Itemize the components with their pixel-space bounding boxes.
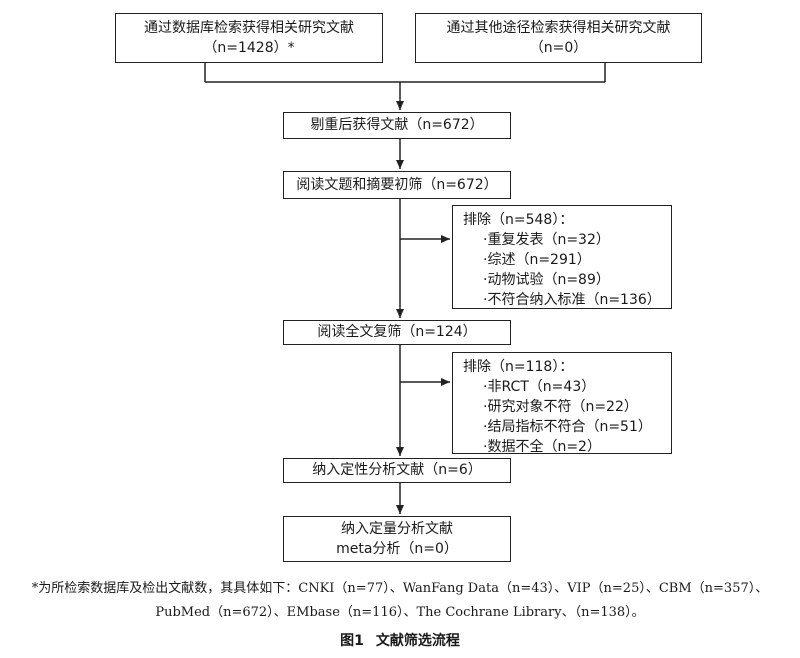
quantitative-box: 纳入定量分析文献 meta分析（n=0） (283, 516, 511, 562)
screen-box: 阅读文题和摘要初筛（n=672） (283, 171, 511, 199)
qualitative-label: 纳入定性分析文献（n=6） (312, 462, 482, 478)
figure-label: 图1 (340, 633, 364, 649)
qualitative-box: 纳入定性分析文献（n=6） (283, 458, 511, 483)
footnote-line1: *为所检索数据库及检出文献数，其具体如下：CNKI（n=77）、WanFang … (31, 581, 769, 596)
footnote-line2: PubMed（n=672）、EMbase（n=116）、The Cochrane… (155, 605, 645, 620)
fulltext-box: 阅读全文复筛（n=124） (283, 320, 511, 345)
exclusion2-heading: 排除（n=118）： (463, 359, 574, 375)
exclusion2-item: ·研究对象不符（n=22） (483, 399, 638, 415)
dedup-label: 剔重后获得文献（n=672） (310, 117, 484, 133)
dedup-box: 剔重后获得文献（n=672） (283, 112, 511, 139)
exclusion2-item: ·结局指标不符合（n=51） (483, 419, 652, 435)
exclusion2-box: 排除（n=118）： ·非RCT（n=43） ·研究对象不符（n=22） ·结局… (452, 352, 672, 455)
other-search-line2: （n=0） (529, 40, 588, 56)
other-search-box: 通过其他途径检索获得相关研究文献 （n=0） (415, 13, 702, 63)
exclusion2-item: ·数据不全（n=2） (483, 439, 601, 455)
exclusion1-heading: 排除（n=548）： (463, 212, 574, 228)
db-search-line2: （n=1428）* (203, 40, 295, 56)
screen-label: 阅读文题和摘要初筛（n=672） (296, 177, 498, 193)
figure-title: 文献筛选流程 (375, 633, 460, 649)
quantitative-line2: meta分析（n=0） (336, 541, 458, 557)
quantitative-line1: 纳入定量分析文献 (341, 521, 453, 537)
fulltext-label: 阅读全文复筛（n=124） (317, 324, 477, 340)
db-search-line1: 通过数据库检索获得相关研究文献 (144, 20, 354, 36)
db-search-box: 通过数据库检索获得相关研究文献 （n=1428）* (115, 13, 383, 63)
figure-caption: 图1 文献筛选流程 (0, 630, 800, 650)
exclusion1-item: ·综述（n=291） (483, 252, 591, 268)
exclusion1-item: ·重复发表（n=32） (483, 232, 610, 248)
exclusion1-item: ·动物试验（n=89） (483, 272, 610, 288)
exclusion1-box: 排除（n=548）： ·重复发表（n=32） ·综述（n=291） ·动物试验（… (452, 205, 672, 309)
other-search-line1: 通过其他途径检索获得相关研究文献 (446, 20, 671, 36)
exclusion1-item: ·不符合纳入标准（n=136） (483, 292, 661, 308)
exclusion2-item: ·非RCT（n=43） (483, 379, 596, 395)
